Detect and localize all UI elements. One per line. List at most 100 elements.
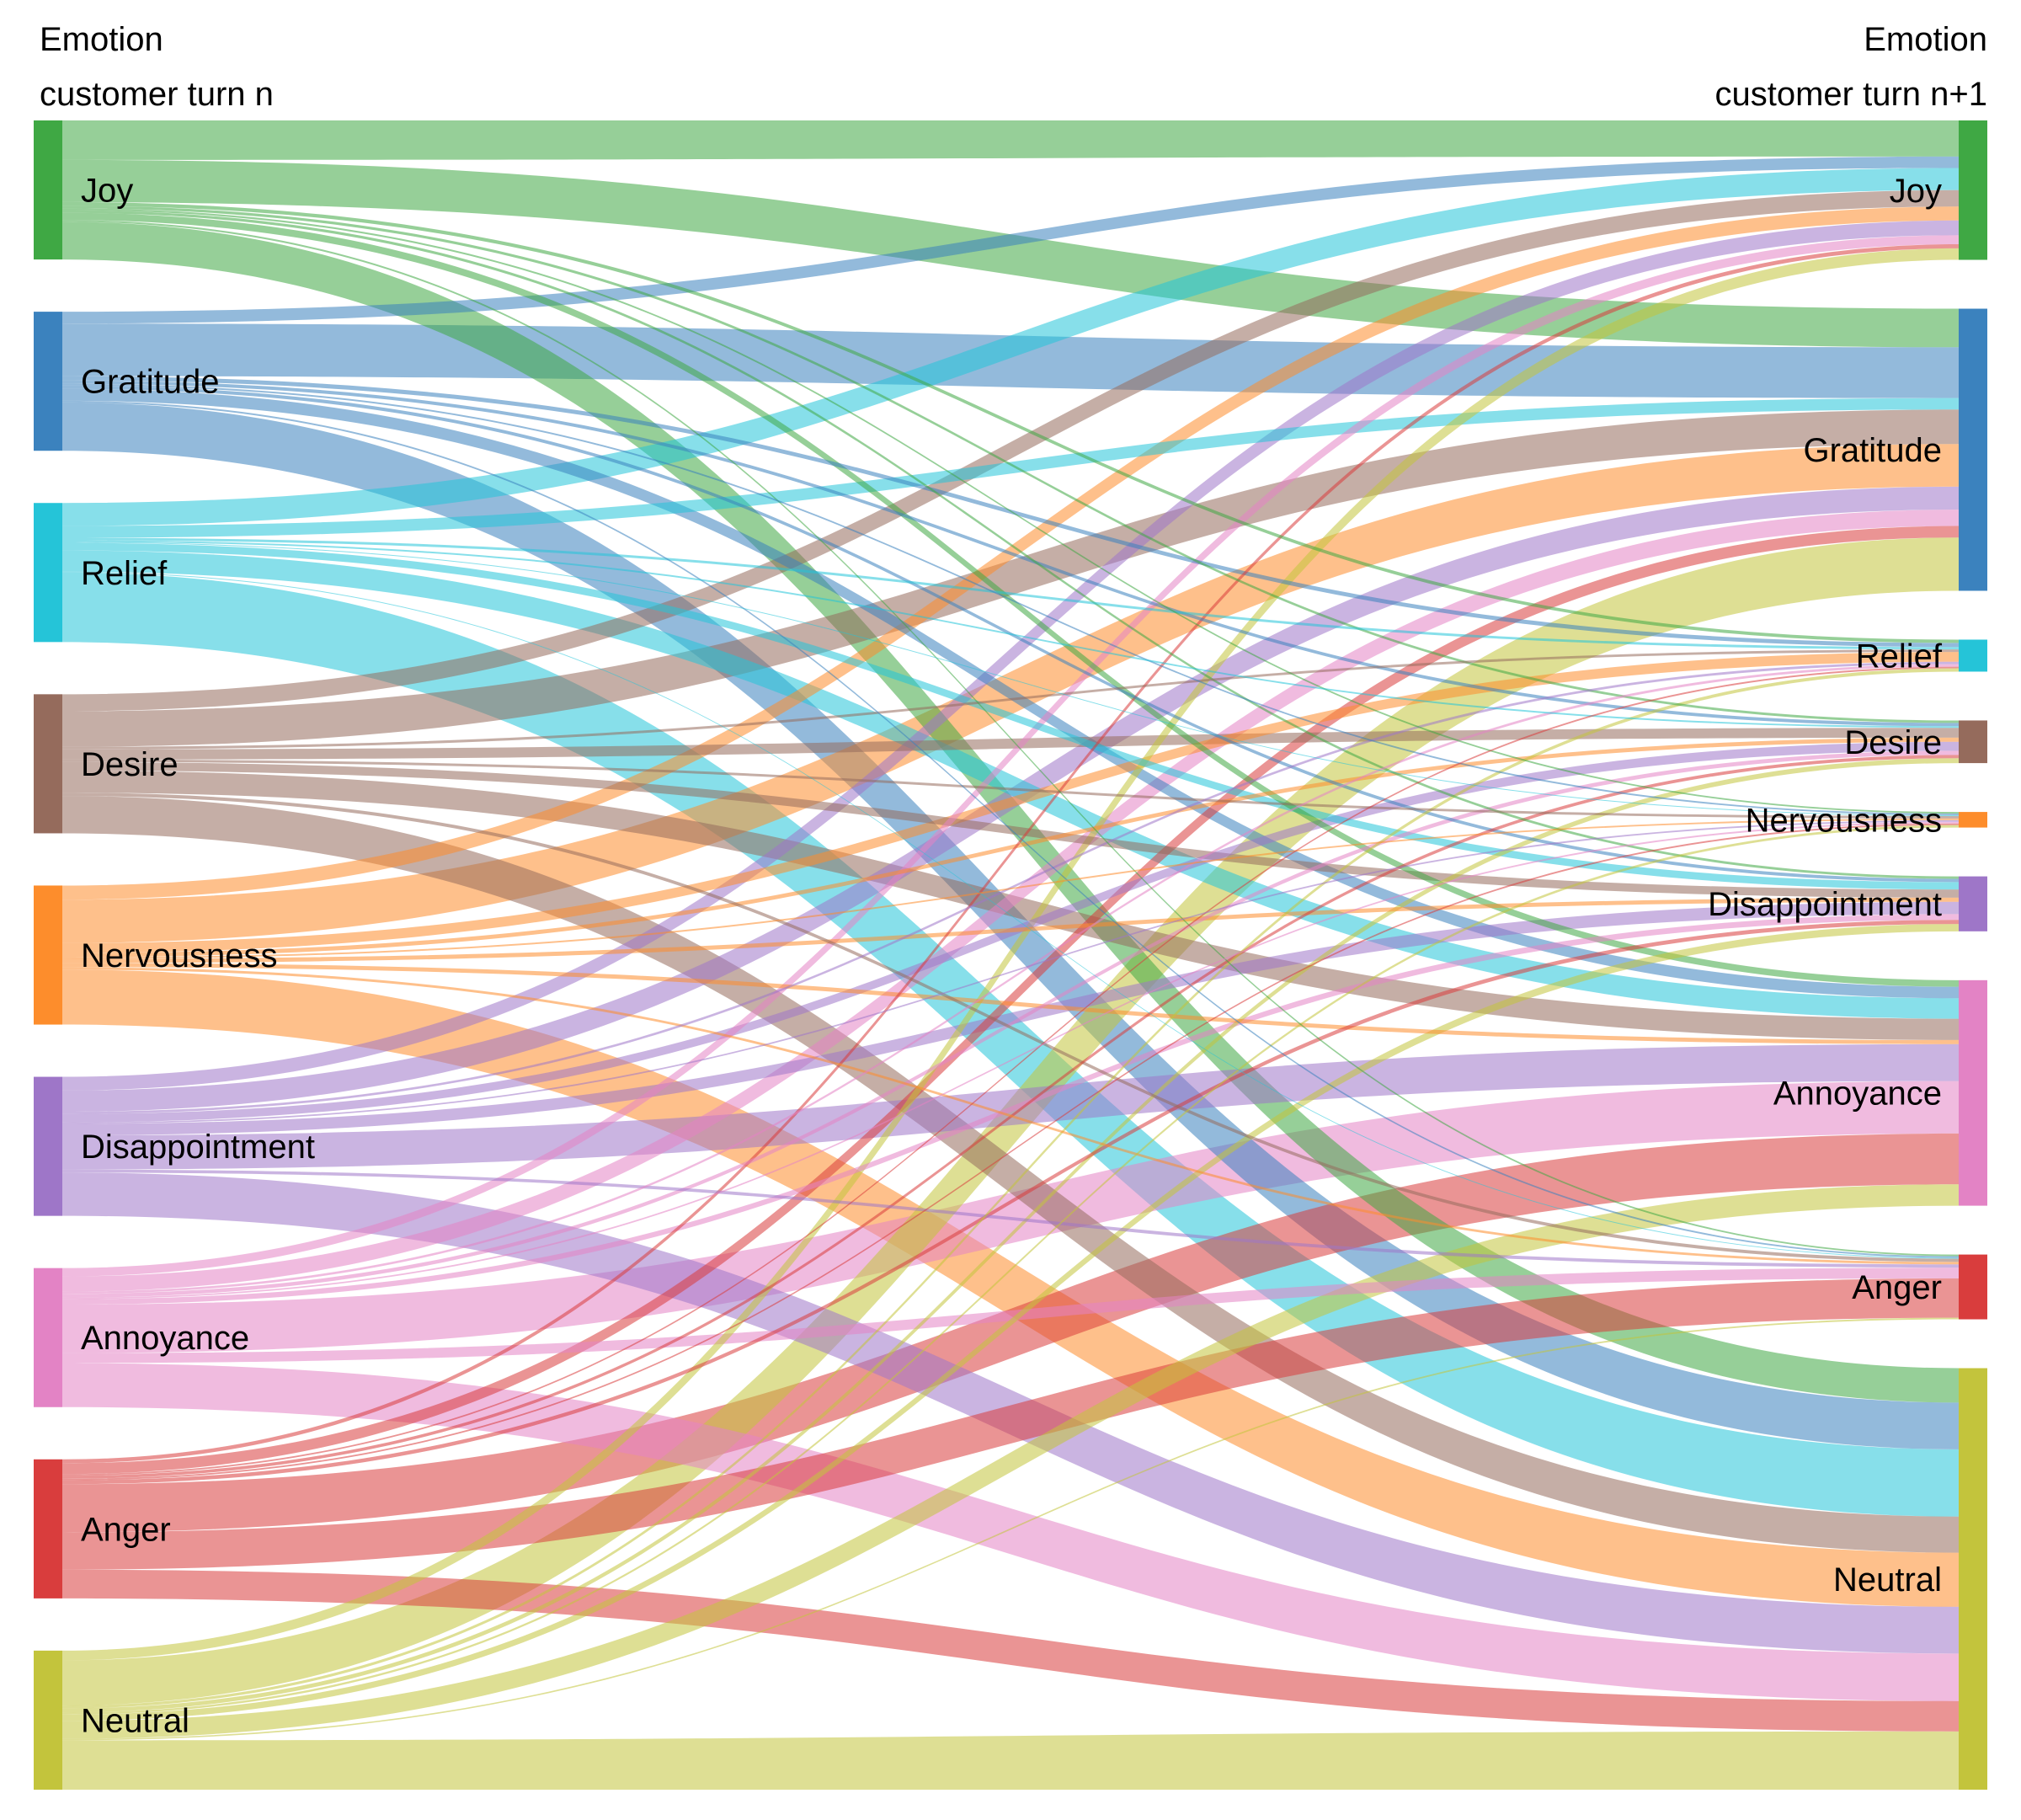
links-layer xyxy=(62,120,1959,1790)
link-annoyance-to-desire[interactable] xyxy=(62,750,1959,1298)
link-disappointment-to-disappointment[interactable] xyxy=(62,901,1959,1136)
link-desire-to-nervousness[interactable] xyxy=(62,759,1959,819)
link-joy-to-neutral[interactable] xyxy=(62,221,1959,1403)
link-gratitude-to-joy[interactable] xyxy=(62,156,1959,324)
target-node-neutral[interactable] xyxy=(1959,1368,1987,1790)
link-desire-to-joy[interactable] xyxy=(62,189,1959,712)
link-annoyance-to-nervousness[interactable] xyxy=(62,821,1959,1300)
link-relief-to-neutral[interactable] xyxy=(62,572,1959,1517)
target-node-annoyance[interactable] xyxy=(1959,979,1987,1206)
target-node-gratitude[interactable] xyxy=(1959,308,1987,591)
link-neutral-to-relief[interactable] xyxy=(62,668,1959,1709)
link-joy-to-nervousness[interactable] xyxy=(62,208,1959,814)
link-relief-to-nervousness[interactable] xyxy=(62,542,1959,816)
source-node-label: Neutral xyxy=(81,1702,189,1739)
link-annoyance-to-anger[interactable] xyxy=(62,1268,1959,1364)
target-node-label: Disappointment xyxy=(1708,886,1942,923)
link-gratitude-to-anger[interactable] xyxy=(62,400,1959,1258)
link-anger-to-nervousness[interactable] xyxy=(62,823,1959,1481)
source-node-desire[interactable] xyxy=(34,694,62,834)
source-node-label: Desire xyxy=(81,746,179,783)
target-node-label: Annoyance xyxy=(1773,1075,1942,1113)
link-neutral-to-anger[interactable] xyxy=(62,1317,1959,1741)
link-joy-to-joy[interactable] xyxy=(62,120,1959,160)
link-relief-to-joy[interactable] xyxy=(62,168,1959,526)
link-nervousness-to-disappointment[interactable] xyxy=(62,897,1959,963)
source-node-annoyance[interactable] xyxy=(34,1268,62,1407)
link-anger-to-disappointment[interactable] xyxy=(62,920,1959,1485)
source-node-label: Disappointment xyxy=(81,1129,315,1166)
link-neutral-to-neutral[interactable] xyxy=(62,1731,1959,1790)
source-node-gratitude[interactable] xyxy=(34,312,62,451)
link-relief-to-disappointment[interactable] xyxy=(62,542,1959,890)
link-annoyance-to-gratitude[interactable] xyxy=(62,510,1959,1292)
link-neutral-to-annoyance[interactable] xyxy=(62,1184,1959,1739)
link-joy-to-relief[interactable] xyxy=(62,201,1959,643)
link-neutral-to-nervousness[interactable] xyxy=(62,825,1959,1715)
link-joy-to-anger[interactable] xyxy=(62,220,1959,1257)
link-nervousness-to-annoyance[interactable] xyxy=(62,963,1959,1044)
link-relief-to-desire[interactable] xyxy=(62,540,1959,729)
link-gratitude-to-desire[interactable] xyxy=(62,380,1959,727)
link-joy-to-gratitude[interactable] xyxy=(62,159,1959,348)
link-neutral-to-joy[interactable] xyxy=(62,248,1959,1661)
link-nervousness-to-desire[interactable] xyxy=(62,737,1959,958)
link-anger-to-anger[interactable] xyxy=(62,1278,1959,1570)
link-annoyance-to-disappointment[interactable] xyxy=(62,914,1959,1305)
source-node-label: Annoyance xyxy=(81,1320,249,1357)
link-joy-to-disappointment[interactable] xyxy=(62,210,1959,879)
link-neutral-to-disappointment[interactable] xyxy=(62,924,1959,1721)
link-desire-to-relief[interactable] xyxy=(62,649,1959,750)
target-node-label: Neutral xyxy=(1833,1561,1942,1599)
link-joy-to-desire[interactable] xyxy=(62,205,1959,723)
target-node-joy[interactable] xyxy=(1959,120,1987,260)
link-relief-to-annoyance[interactable] xyxy=(62,550,1959,1019)
source-node-label: Anger xyxy=(81,1511,171,1548)
link-relief-to-relief[interactable] xyxy=(62,537,1959,650)
link-annoyance-to-joy[interactable] xyxy=(62,235,1959,1277)
link-neutral-to-desire[interactable] xyxy=(62,758,1959,1713)
link-disappointment-to-anger[interactable] xyxy=(62,1169,1959,1268)
target-node-relief[interactable] xyxy=(1959,639,1987,672)
link-desire-to-desire[interactable] xyxy=(62,728,1959,760)
source-node-joy[interactable] xyxy=(34,120,62,260)
right-axis-subtitle: customer turn n+1 xyxy=(1714,76,1988,113)
source-node-disappointment[interactable] xyxy=(34,1076,62,1216)
link-desire-to-anger[interactable] xyxy=(62,793,1959,1262)
link-gratitude-to-annoyance[interactable] xyxy=(62,388,1959,999)
source-node-nervousness[interactable] xyxy=(34,885,62,1025)
link-gratitude-to-nervousness[interactable] xyxy=(62,383,1959,815)
left-axis-subtitle: customer turn n xyxy=(40,76,274,113)
link-nervousness-to-anger[interactable] xyxy=(62,967,1959,1265)
link-anger-to-relief[interactable] xyxy=(62,666,1959,1476)
labels-layer: JoyGratitudeReliefDesireNervousnessDisap… xyxy=(81,173,1943,1740)
link-anger-to-annoyance[interactable] xyxy=(62,1133,1959,1533)
link-desire-to-gratitude[interactable] xyxy=(62,409,1959,747)
link-gratitude-to-gratitude[interactable] xyxy=(62,323,1959,398)
target-node-label: Nervousness xyxy=(1746,802,1942,839)
link-relief-to-anger[interactable] xyxy=(62,571,1959,1259)
link-nervousness-to-neutral[interactable] xyxy=(62,969,1959,1607)
link-anger-to-joy[interactable] xyxy=(62,244,1959,1464)
source-node-label: Gratitude xyxy=(81,364,220,401)
target-node-label: Relief xyxy=(1856,638,1943,675)
target-node-anger[interactable] xyxy=(1959,1254,1987,1320)
source-node-relief[interactable] xyxy=(34,503,62,643)
link-nervousness-to-nervousness[interactable] xyxy=(62,818,1959,959)
link-annoyance-to-neutral[interactable] xyxy=(62,1363,1959,1701)
source-node-anger[interactable] xyxy=(34,1459,62,1599)
target-node-disappointment[interactable] xyxy=(1959,876,1987,931)
link-nervousness-to-relief[interactable] xyxy=(62,652,1959,953)
target-node-nervousness[interactable] xyxy=(1959,812,1987,828)
link-anger-to-gratitude[interactable] xyxy=(62,526,1959,1475)
target-node-desire[interactable] xyxy=(1959,720,1987,764)
link-disappointment-to-nervousness[interactable] xyxy=(62,819,1959,1124)
link-disappointment-to-joy[interactable] xyxy=(62,220,1959,1091)
source-node-neutral[interactable] xyxy=(34,1650,62,1790)
link-desire-to-neutral[interactable] xyxy=(62,796,1959,1553)
link-relief-to-gratitude[interactable] xyxy=(62,398,1959,538)
link-annoyance-to-relief[interactable] xyxy=(62,664,1959,1294)
target-node-label: Joy xyxy=(1890,173,1942,210)
link-gratitude-to-neutral[interactable] xyxy=(62,402,1959,1449)
source-node-label: Nervousness xyxy=(81,937,277,974)
